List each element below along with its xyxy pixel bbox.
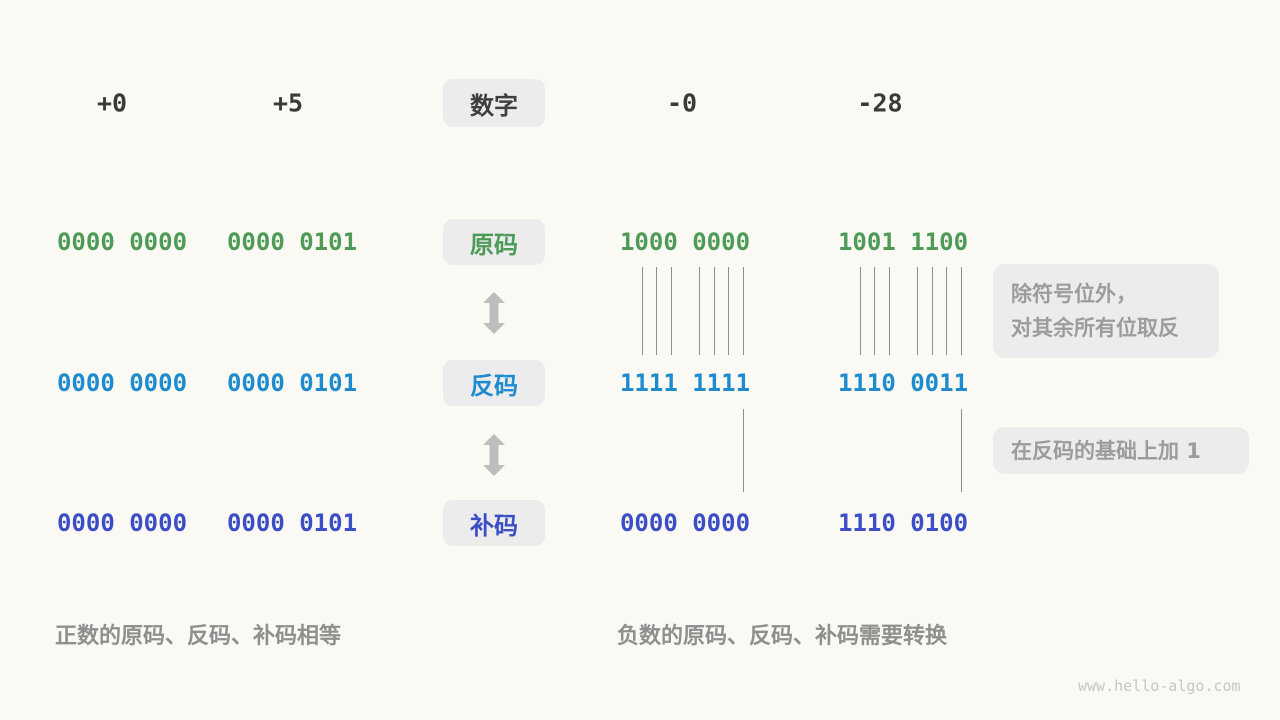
- note-flip-bits-line2: 对其余所有位取反: [1011, 316, 1179, 340]
- header-label-box: 数字: [443, 79, 545, 127]
- twos-complement-label: 补码: [470, 511, 518, 540]
- sign-magnitude-label-box: 原码: [443, 219, 545, 265]
- header-value-plus5: +5: [272, 88, 304, 118]
- bit-connector-line: [932, 267, 933, 355]
- ones-complement-minus28: 1110 0011: [837, 369, 969, 397]
- bit-connector-line: [728, 267, 729, 355]
- twos-complement-label-box: 补码: [443, 500, 545, 546]
- header-value-minus0: -0: [666, 88, 698, 118]
- sign-magnitude-label: 原码: [470, 230, 518, 259]
- bit-connector-line: [946, 267, 947, 355]
- add-one-connector-line: [961, 409, 962, 492]
- note-flip-bits: 除符号位外， 对其余所有位取反: [993, 264, 1219, 358]
- bit-connector-line: [714, 267, 715, 355]
- ones-complement-minus0: 1111 1111: [619, 369, 751, 397]
- caption-positive-numbers: 正数的原码、反码、补码相等: [55, 624, 342, 649]
- watermark-url: www.hello-algo.com: [1078, 677, 1241, 695]
- header-label: 数字: [470, 91, 518, 120]
- ones-complement-label-box: 反码: [443, 360, 545, 406]
- sign-magnitude-minus0: 1000 0000: [619, 228, 751, 256]
- ones-complement-plus5: 0000 0101: [226, 369, 358, 397]
- bit-connector-line: [642, 267, 643, 355]
- bit-connector-line: [671, 267, 672, 355]
- twos-complement-plus5: 0000 0101: [226, 509, 358, 537]
- sign-magnitude-plus5: 0000 0101: [226, 228, 358, 256]
- note-add-one-text: 在反码的基础上加 1: [1011, 438, 1201, 463]
- double-arrow-icon: [483, 434, 505, 476]
- ones-complement-label: 反码: [470, 371, 518, 400]
- note-flip-bits-line1: 除符号位外，: [1011, 282, 1137, 306]
- ones-complement-plus0: 0000 0000: [56, 369, 188, 397]
- bit-connector-line: [917, 267, 918, 355]
- twos-complement-minus28: 1110 0100: [837, 509, 969, 537]
- bit-connector-line: [874, 267, 875, 355]
- caption-negative-numbers: 负数的原码、反码、补码需要转换: [617, 624, 948, 649]
- bit-connector-line: [860, 267, 861, 355]
- add-one-connector-line: [743, 409, 744, 492]
- twos-complement-plus0: 0000 0000: [56, 509, 188, 537]
- bit-connector-line: [699, 267, 700, 355]
- note-add-one: 在反码的基础上加 1: [993, 427, 1249, 474]
- double-arrow-icon: [483, 292, 505, 334]
- twos-complement-minus0: 0000 0000: [619, 509, 751, 537]
- sign-magnitude-plus0: 0000 0000: [56, 228, 188, 256]
- header-value-plus0: +0: [96, 88, 128, 118]
- bit-connector-line: [961, 267, 962, 355]
- header-value-minus28: -28: [857, 88, 903, 118]
- sign-magnitude-minus28: 1001 1100: [837, 228, 969, 256]
- bit-connector-line: [743, 267, 744, 355]
- bit-connector-line: [656, 267, 657, 355]
- bit-connector-line: [889, 267, 890, 355]
